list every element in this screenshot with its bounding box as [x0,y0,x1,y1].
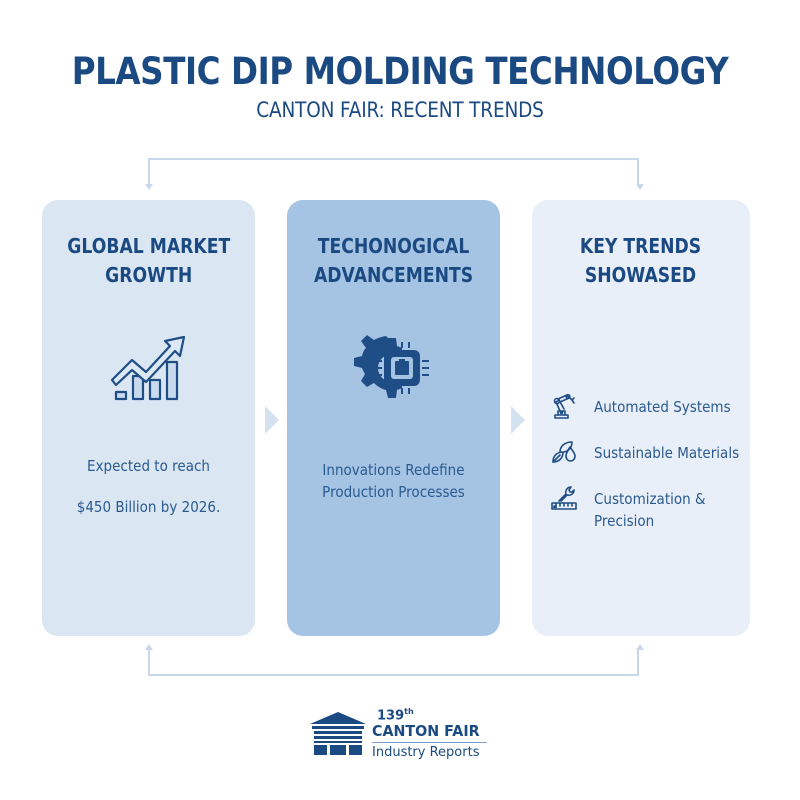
trend-list: Automated Systems Sustainable Materials [550,393,745,554]
brand-name: CANTON FAIR [372,722,480,740]
trend-label: Sustainable Materials [594,442,739,464]
card-key-trends: KEY TRENDS SHOWASED Automated Systems [532,200,750,636]
edition-number: 139th [377,707,414,723]
list-item: Sustainable Materials [550,441,745,466]
card-title-line: GROWTH [104,263,193,287]
wrench-ruler-icon [550,484,578,512]
edition-number-value: 139 [377,708,405,724]
card-global-market-growth: GLOBAL MARKET GROWTH Expected to reach $… [42,200,255,636]
card-title-line: TECHONOGICAL [317,234,470,258]
card-title: KEY TRENDS SHOWASED [580,232,701,290]
trend-label: Customization & Precision [594,488,706,532]
card-title-line: SHOWASED [585,263,697,287]
brand-tagline: Industry Reports [372,745,480,760]
page-subtitle: CANTON FAIR: RECENT TRENDS [256,98,544,122]
card-technological-advancements: TECHONOGICAL ADVANCEMENTS Innovations Re… [287,200,500,636]
trend-label-line: Sustainable Materials [594,444,740,462]
list-item: Automated Systems [550,393,745,420]
growth-chart-icon [108,328,190,411]
logo-divider [372,742,487,743]
card-title-line: ADVANCEMENTS [313,263,474,287]
card-description-line: Innovations Redefine [322,461,465,479]
trend-label: Automated Systems [594,396,731,418]
card-description: $450 Billion by 2026. [76,498,221,516]
top-connector-line [148,158,639,186]
card-description: Expected to reach [87,457,210,475]
robot-arm-icon [550,392,578,420]
leaf-drop-icon [550,438,578,466]
card-title: GLOBAL MARKET GROWTH [67,232,230,290]
trend-label-line: Precision [594,512,655,530]
edition-suffix: th [404,707,414,716]
trend-label-line: Customization & [594,490,706,508]
trend-label-line: Automated Systems [594,398,731,416]
chevron-right-icon [265,406,279,434]
canton-fair-logo: 139th CANTON FAIR Industry Reports [310,707,490,763]
card-title-line: KEY TRENDS [580,234,702,258]
page-title: PLASTIC DIP MOLDING TECHNOLOGY [71,50,729,93]
card-title: TECHONOGICAL ADVANCEMENTS [314,232,473,290]
card-description-line: Production Processes [322,483,465,501]
list-item: Customization & Precision [550,486,745,532]
card-description: Innovations Redefine Production Processe… [298,459,490,503]
arrowhead-down-icon [636,184,644,190]
building-logo-icon [310,712,366,761]
arrowhead-up-icon [145,644,153,650]
bottom-connector-line [148,648,639,676]
gear-chip-icon [348,332,440,409]
chevron-right-icon [511,406,525,434]
card-title-line: GLOBAL MARKET [67,234,230,258]
arrowhead-down-icon [145,184,153,190]
arrowhead-up-icon [636,644,644,650]
